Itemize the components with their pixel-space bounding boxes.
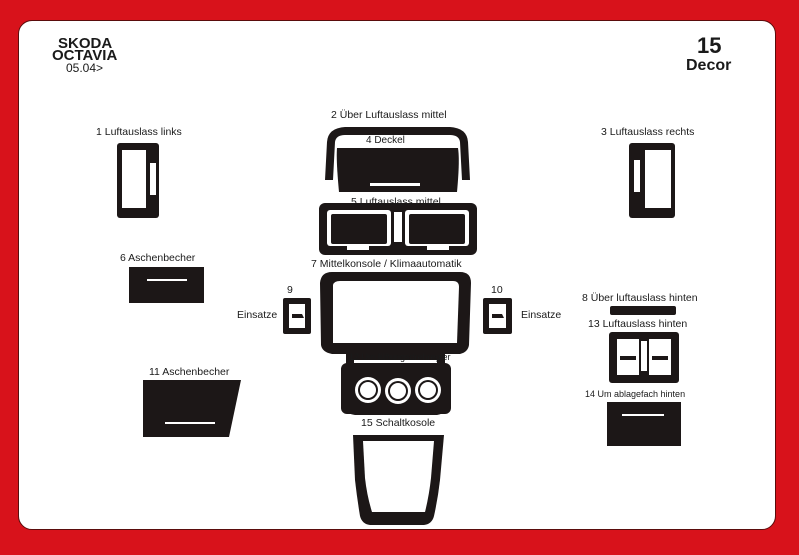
part-3-vent-right: [629, 143, 675, 218]
part-13-rear-vent: [609, 332, 679, 383]
part-6-label: 6 Aschenbecher: [120, 252, 196, 264]
part-14-rear-storage-surround: [607, 402, 681, 446]
year-label: 05.04>: [66, 61, 104, 75]
part-1-vent-left: [117, 143, 159, 218]
part-10-number: 10: [491, 284, 503, 296]
part-6-ashtray: [129, 267, 204, 303]
part-5-center-vent: [319, 203, 477, 255]
brand-label: SKODA: [58, 35, 113, 52]
part-2-over-center-vent: [325, 127, 470, 180]
part-2-label: 2 Über Luftauslass mittel: [331, 109, 447, 121]
part-1-label: 1 Luftauslass links: [96, 126, 182, 138]
set-type: Decor: [686, 57, 732, 74]
part-7-label: 7 Mittelkonsole / Klimaautomatik: [311, 258, 462, 270]
part-11-label: 11 Aschenbecher: [149, 366, 230, 378]
part-9-insert: [283, 298, 311, 334]
part-13-label: 13 Luftauslass hinten: [588, 318, 688, 330]
part-8-over-rear-vent: [610, 306, 676, 315]
part-5-label: 5 Luftauslass mittel: [351, 196, 441, 208]
part-15-label: 15 Schaltkosole: [361, 417, 436, 429]
part-11-ashtray: [143, 380, 241, 437]
part-12-dial-surround: [341, 363, 451, 414]
part-10-insert: [483, 298, 512, 334]
part-3-label: 3 Luftauslass rechts: [601, 126, 695, 138]
part-15-shift-console: [353, 435, 444, 525]
part-9-number: 9: [287, 284, 293, 296]
part-4-label: 4 Deckel: [366, 135, 405, 146]
part-4-cover: [336, 148, 459, 192]
part-8-label: 8 Über luftauslass hinten: [582, 292, 698, 304]
model-label: OCTAVIA: [52, 47, 118, 64]
part-14-label: 14 Um ablagefach hinten: [585, 389, 686, 399]
part-9-label: Einsatze: [237, 309, 278, 321]
part-10-label: Einsatze: [521, 309, 562, 321]
set-number: 15: [697, 33, 722, 58]
part-12-label: 12 Um lüftungsdrehregler: [349, 352, 451, 362]
